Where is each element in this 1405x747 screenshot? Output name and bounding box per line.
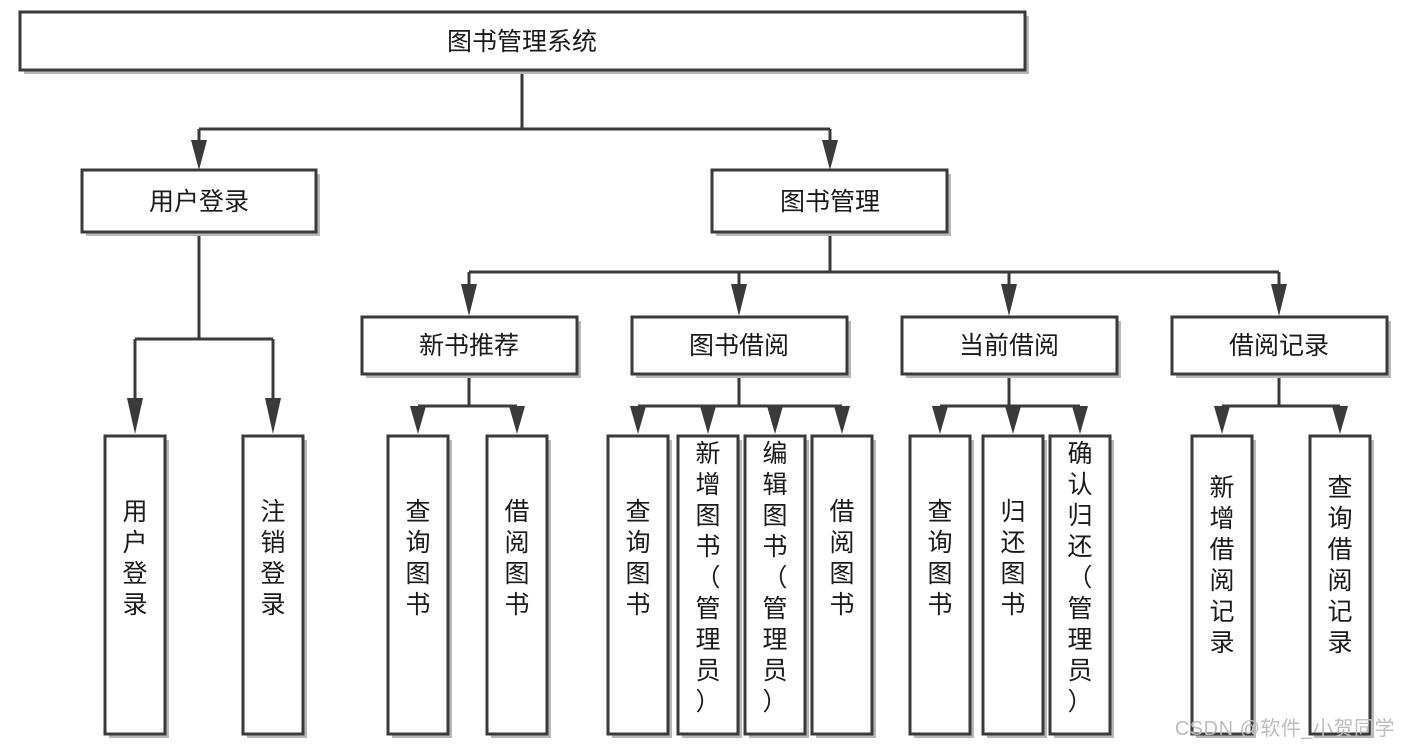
node-leaf-query-book-cur-box[interactable] [908,434,972,736]
arrow-head-book-manage [822,140,838,170]
node-leaf-add-record[interactable]: 新增借阅记录 [1190,434,1256,738]
arrow-head-current-borrow [1001,284,1017,316]
node-leaf-query-book-rec[interactable]: 查询图书 [386,434,452,738]
node-leaf-borrow-book-label: 借阅图书 [829,498,854,619]
arrow-head-leaf-user-logout [265,398,281,434]
node-root[interactable]: 图书管理系统 [18,10,1029,74]
arrow-head-leaf-confirm-return [1072,406,1088,434]
node-borrow-record-box[interactable] [1170,315,1389,376]
arrow-head-borrow-record [1271,284,1287,316]
node-leaf-confirm-return-box[interactable] [1048,434,1112,736]
connector-group-borrow-record [1214,374,1348,434]
node-leaf-edit-book[interactable]: 编辑图书（管理员） [743,434,809,738]
node-leaf-add-record-label: 新增借阅记录 [1209,474,1234,657]
node-user-login[interactable]: 用户登录 [80,168,320,236]
node-current-borrow-label: 当前借阅 [959,332,1059,360]
node-root-box[interactable] [18,10,1027,72]
node-leaf-query-book-borrow-label: 查询图书 [625,498,650,619]
arrow-head-leaf-user-login [127,398,143,434]
connector-group-book-manage [461,232,1287,316]
node-leaf-borrow-book-box[interactable] [810,434,874,736]
arrow-head-book-borrow [731,284,747,316]
node-leaf-query-record-box[interactable] [1308,434,1372,736]
node-book-manage-box[interactable] [710,168,949,234]
node-book-manage-label: 图书管理 [780,188,880,216]
node-borrow-record-label: 借阅记录 [1229,332,1329,360]
node-leaf-edit-book-box[interactable] [743,434,807,736]
node-book-borrow[interactable]: 图书借阅 [630,315,851,378]
node-leaf-query-record-label: 查询借阅记录 [1327,474,1352,657]
arrow-head-leaf-return-book [1005,406,1021,434]
arrow-head-leaf-query-book-cur [932,406,948,434]
node-leaf-query-book-cur[interactable]: 查询图书 [908,434,974,738]
node-new-book-rec-box[interactable] [360,315,579,376]
node-borrow-record[interactable]: 借阅记录 [1170,315,1391,378]
node-user-login-label: 用户登录 [149,188,249,216]
node-leaf-add-book-box[interactable] [676,434,740,736]
node-leaf-add-book-label: 新增图书（管理员） [695,440,720,716]
node-book-borrow-box[interactable] [630,315,849,376]
connector-group-current-borrow [932,374,1088,434]
node-leaf-confirm-return-label: 确认归还（管理员） [1067,440,1092,716]
node-root-label: 图书管理系统 [447,28,597,56]
node-leaf-borrow-book-rec[interactable]: 借阅图书 [485,434,551,738]
node-new-book-rec-label: 新书推荐 [419,332,519,360]
node-leaf-user-logout-box[interactable] [241,434,305,736]
node-leaf-query-book-rec-label: 查询图书 [405,498,430,619]
node-leaf-query-book-borrow-box[interactable] [606,434,670,736]
node-leaf-confirm-return[interactable]: 确认归还（管理员） [1048,434,1114,738]
node-leaf-return-book-box[interactable] [981,434,1045,736]
node-leaf-user-login-box[interactable] [103,434,167,736]
arrow-head-leaf-add-book [700,406,716,434]
connector-group-book-borrow [630,374,850,434]
connector-group-user-login [127,232,281,434]
arrow-head-leaf-add-record [1214,406,1230,434]
node-current-borrow[interactable]: 当前借阅 [900,315,1121,378]
node-leaf-borrow-book-rec-box[interactable] [485,434,549,736]
arrow-head-leaf-query-book-rec [410,406,426,434]
node-leaf-query-book-rec-box[interactable] [386,434,450,736]
node-leaf-add-record-box[interactable] [1190,434,1254,736]
node-current-borrow-box[interactable] [900,315,1119,376]
arrow-head-leaf-borrow-book [834,406,850,434]
node-leaf-return-book[interactable]: 归还图书 [981,434,1047,738]
node-leaf-user-login[interactable]: 用户登录 [103,434,169,738]
arrow-head-leaf-borrow-book-rec [509,406,525,434]
node-leaf-borrow-book-rec-label: 借阅图书 [504,498,529,619]
node-new-book-rec[interactable]: 新书推荐 [360,315,581,378]
node-book-borrow-label: 图书借阅 [689,332,789,360]
node-user-login-box[interactable] [80,168,318,234]
node-leaf-query-book-borrow[interactable]: 查询图书 [606,434,672,738]
arrow-head-user-login [191,140,207,170]
node-leaf-user-login-label: 用户登录 [122,498,147,619]
node-leaf-query-record[interactable]: 查询借阅记录 [1308,434,1374,738]
arrow-head-leaf-query-record [1332,406,1348,434]
connector-group-root [191,70,838,170]
arrow-head-leaf-edit-book [767,406,783,434]
node-book-manage[interactable]: 图书管理 [710,168,951,236]
node-leaf-user-logout[interactable]: 注销登录 [241,434,307,738]
node-leaf-query-book-cur-label: 查询图书 [927,498,952,619]
node-leaf-add-book[interactable]: 新增图书（管理员） [676,434,742,738]
node-leaf-borrow-book[interactable]: 借阅图书 [810,434,876,738]
arrow-head-leaf-query-book-borrow [630,406,646,434]
node-leaf-edit-book-label: 编辑图书（管理员） [762,440,787,716]
connector-group-new-book-rec [410,374,525,434]
node-leaf-user-logout-label: 注销登录 [260,498,285,619]
node-leaf-return-book-label: 归还图书 [1000,498,1025,619]
arrow-head-new-book-rec [461,284,477,316]
